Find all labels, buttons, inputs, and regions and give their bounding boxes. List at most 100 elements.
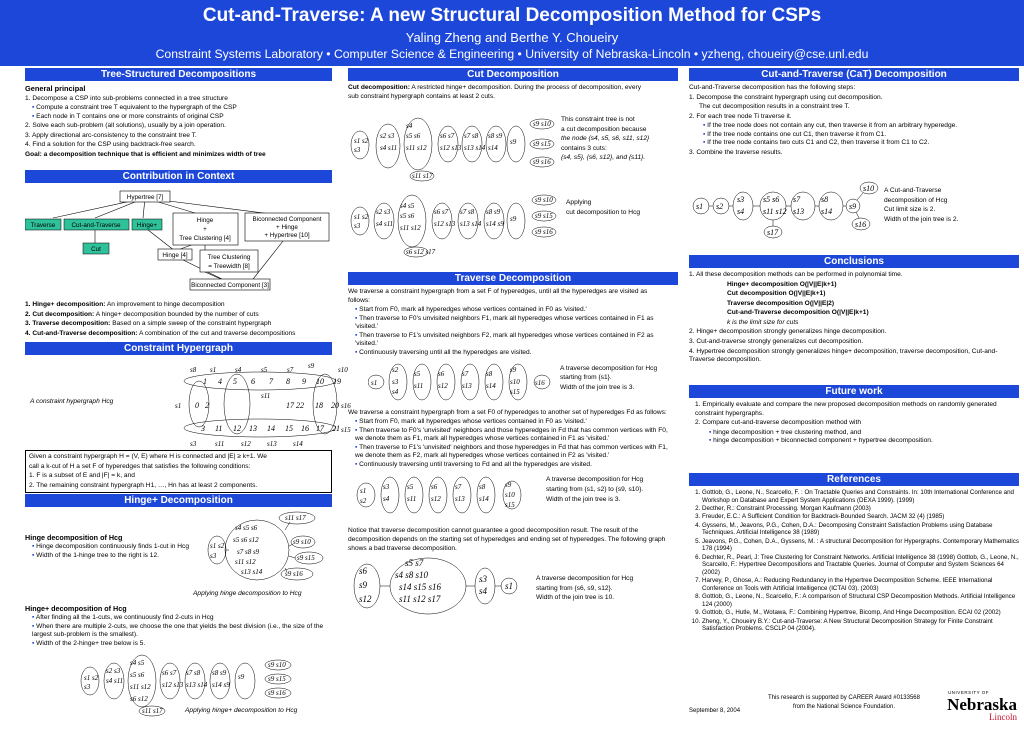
- bullet-text: Then traverse to F1's unvisited neighbor…: [355, 332, 668, 349]
- svg-text:s3: s3: [479, 574, 488, 584]
- svg-text:s1 s2: s1 s2: [210, 542, 225, 550]
- reference-item: Decther, R.: Constraint Processing. Morg…: [702, 505, 1019, 513]
- svg-text:s1: s1: [360, 487, 366, 495]
- complexity-note: k is the limit size for cuts: [727, 318, 799, 326]
- svg-text:s11 s12: s11 s12: [400, 224, 421, 232]
- svg-text:s6 s7: s6 s7: [440, 132, 455, 140]
- svg-text:16: 16: [301, 424, 309, 433]
- svg-text:s2: s2: [360, 497, 367, 505]
- svg-text:s9 s15: s9 s15: [535, 212, 553, 220]
- bullet-text: Width of the 2-hinge+ tree below is 5.: [32, 640, 332, 649]
- svg-text:s1 s2: s1 s2: [354, 213, 369, 221]
- complexity-line: Hinge+ decomposition O(|V||E|k+1): [727, 280, 837, 288]
- svg-text:s3: s3: [383, 483, 390, 491]
- svg-text:s4 s11: s4 s11: [106, 677, 123, 685]
- cut-caption: cut decomposition to Hcg: [566, 208, 641, 216]
- traverse-caption: A traverse decomposition for Hcg: [560, 364, 658, 372]
- traverse-caption: Width of the join tree is 10.: [536, 594, 615, 602]
- svg-text:s9: s9: [510, 138, 517, 146]
- svg-text:s8: s8: [190, 366, 197, 374]
- svg-text:s12: s12: [431, 495, 441, 503]
- context-diagram: Hypertree [7] Traverse Cut-and-Traverse …: [25, 190, 330, 291]
- reference-item: Zheng, Y., Choueiry B.Y.: Cut-and-Traver…: [702, 618, 1019, 634]
- svg-text:s6 s12: s6 s12: [130, 695, 148, 703]
- svg-text:17: 17: [286, 401, 295, 410]
- section-heading: References: [689, 473, 1019, 486]
- svg-text:s5: s5: [414, 370, 421, 378]
- section-heading: Traverse Decomposition: [348, 272, 678, 285]
- svg-text:s11: s11: [261, 392, 270, 400]
- node-bicon-3: + Hypertree [10]: [264, 232, 310, 239]
- svg-text:s3: s3: [354, 222, 361, 230]
- svg-text:20: 20: [331, 401, 339, 410]
- subsection-title: Hinge+ decomposition of Hcg: [25, 604, 127, 613]
- paragraph: Notice that traverse decomposition canno…: [348, 527, 666, 552]
- cat-caption: Cut limit size is 2.: [884, 206, 936, 214]
- svg-text:s7 s8: s7 s8: [186, 669, 201, 677]
- title-banner: Cut-and-Traverse: A new Structural Decom…: [0, 0, 1024, 66]
- footer-date: September 8, 2004: [689, 708, 741, 714]
- svg-text:s10: s10: [510, 378, 520, 386]
- svg-text:s7: s7: [793, 195, 801, 204]
- node-hypertree: Hypertree [7]: [127, 194, 164, 201]
- item-text: An improvement to hinge decomposition: [105, 301, 225, 308]
- section-heading: Contribution in Context: [25, 170, 332, 183]
- svg-text:s13: s13: [455, 495, 465, 503]
- cat-panel: Cut-and-Traverse (CaT) Decomposition Cut…: [689, 68, 1019, 248]
- conclusion-text: 4. Hypertree decomposition strongly gene…: [689, 347, 998, 364]
- svg-text:s14 s15 s16: s14 s15 s16: [399, 582, 442, 592]
- svg-text:s10: s10: [863, 184, 874, 193]
- svg-text:3: 3: [200, 424, 205, 433]
- cut-note: the node {s4, s5, s6, s11, s12}: [561, 135, 650, 143]
- svg-text:s16: s16: [855, 220, 866, 229]
- svg-text:s2 s3: s2 s3: [380, 132, 395, 140]
- svg-text:s13 s14: s13 s14: [186, 681, 208, 689]
- step-text: 1. Decompose the constraint hypergraph u…: [689, 93, 883, 101]
- definition-line: call a k-cut of H a set F of hyperedges …: [29, 462, 251, 470]
- svg-text:s4: s4: [235, 366, 242, 374]
- subsection-title: Hinge decomposition of Hcg: [25, 533, 123, 542]
- svg-text:s4 s11: s4 s11: [380, 144, 397, 152]
- future-work-panel: Future work 1. Empirically evaluate and …: [689, 385, 1019, 465]
- bullet-text: Then traverse to F0's 'unvisited' neighb…: [355, 427, 668, 444]
- svg-text:s7: s7: [455, 483, 462, 491]
- svg-text:s1: s1: [505, 581, 513, 591]
- reference-item: Jeavons, P.G., Cohen, D.A., Gyssens, M. …: [702, 538, 1019, 554]
- svg-text:s15: s15: [510, 388, 520, 396]
- svg-text:s9 s15: s9 s15: [268, 675, 286, 683]
- bullet-text: Then traverse to F0's unvisited neighbor…: [355, 315, 668, 332]
- node-cut: Cut: [91, 246, 101, 253]
- bullet-text: If the tree node contains two cuts C1 an…: [703, 139, 1019, 148]
- svg-text:0: 0: [195, 401, 199, 410]
- node-bicon-1: Biconnected Component: [253, 216, 322, 223]
- traverse-caption: starting from {s1}.: [560, 374, 612, 382]
- reference-item: Harvey, P., Ghose, A.: Reducing Redundan…: [702, 577, 1019, 593]
- svg-text:6: 6: [251, 377, 255, 386]
- svg-text:s8 s9: s8 s9: [488, 132, 503, 140]
- node-tree-clustering-2: = Treewidth [8]: [208, 263, 250, 270]
- bullet-text: If the tree node does not contain any cu…: [703, 122, 1019, 131]
- svg-text:2: 2: [205, 401, 209, 410]
- svg-text:s6: s6: [359, 566, 368, 576]
- bullet-text: Hinge decomposition continuously finds 1…: [32, 543, 195, 552]
- svg-text:s9 s16: s9 s16: [535, 228, 553, 236]
- svg-text:s11 s12: s11 s12: [406, 144, 427, 152]
- svg-text:s9: s9: [849, 202, 856, 211]
- node-tree-clustering-1: Tree Clustering: [208, 254, 251, 261]
- hypergraph-panel: Constraint Hypergraph A constraint hyper…: [25, 342, 351, 494]
- svg-text:s13 s14: s13 s14: [464, 144, 486, 152]
- svg-text:s3: s3: [392, 378, 399, 386]
- svg-text:s9 s15: s9 s15: [533, 140, 551, 148]
- svg-text:4: 4: [218, 377, 222, 386]
- svg-text:s8 s9: s8 s9: [486, 208, 501, 216]
- svg-text:s12: s12: [241, 440, 251, 448]
- svg-text:s4: s4: [406, 122, 413, 130]
- svg-text:s6: s6: [438, 370, 445, 378]
- svg-text:s9: s9: [308, 362, 315, 370]
- svg-text:s9 s16: s9 s16: [285, 570, 303, 578]
- svg-text:s8: s8: [479, 483, 486, 491]
- nebraska-logo: UNIVERSITY OF Nebraska Lincoln: [947, 690, 1017, 722]
